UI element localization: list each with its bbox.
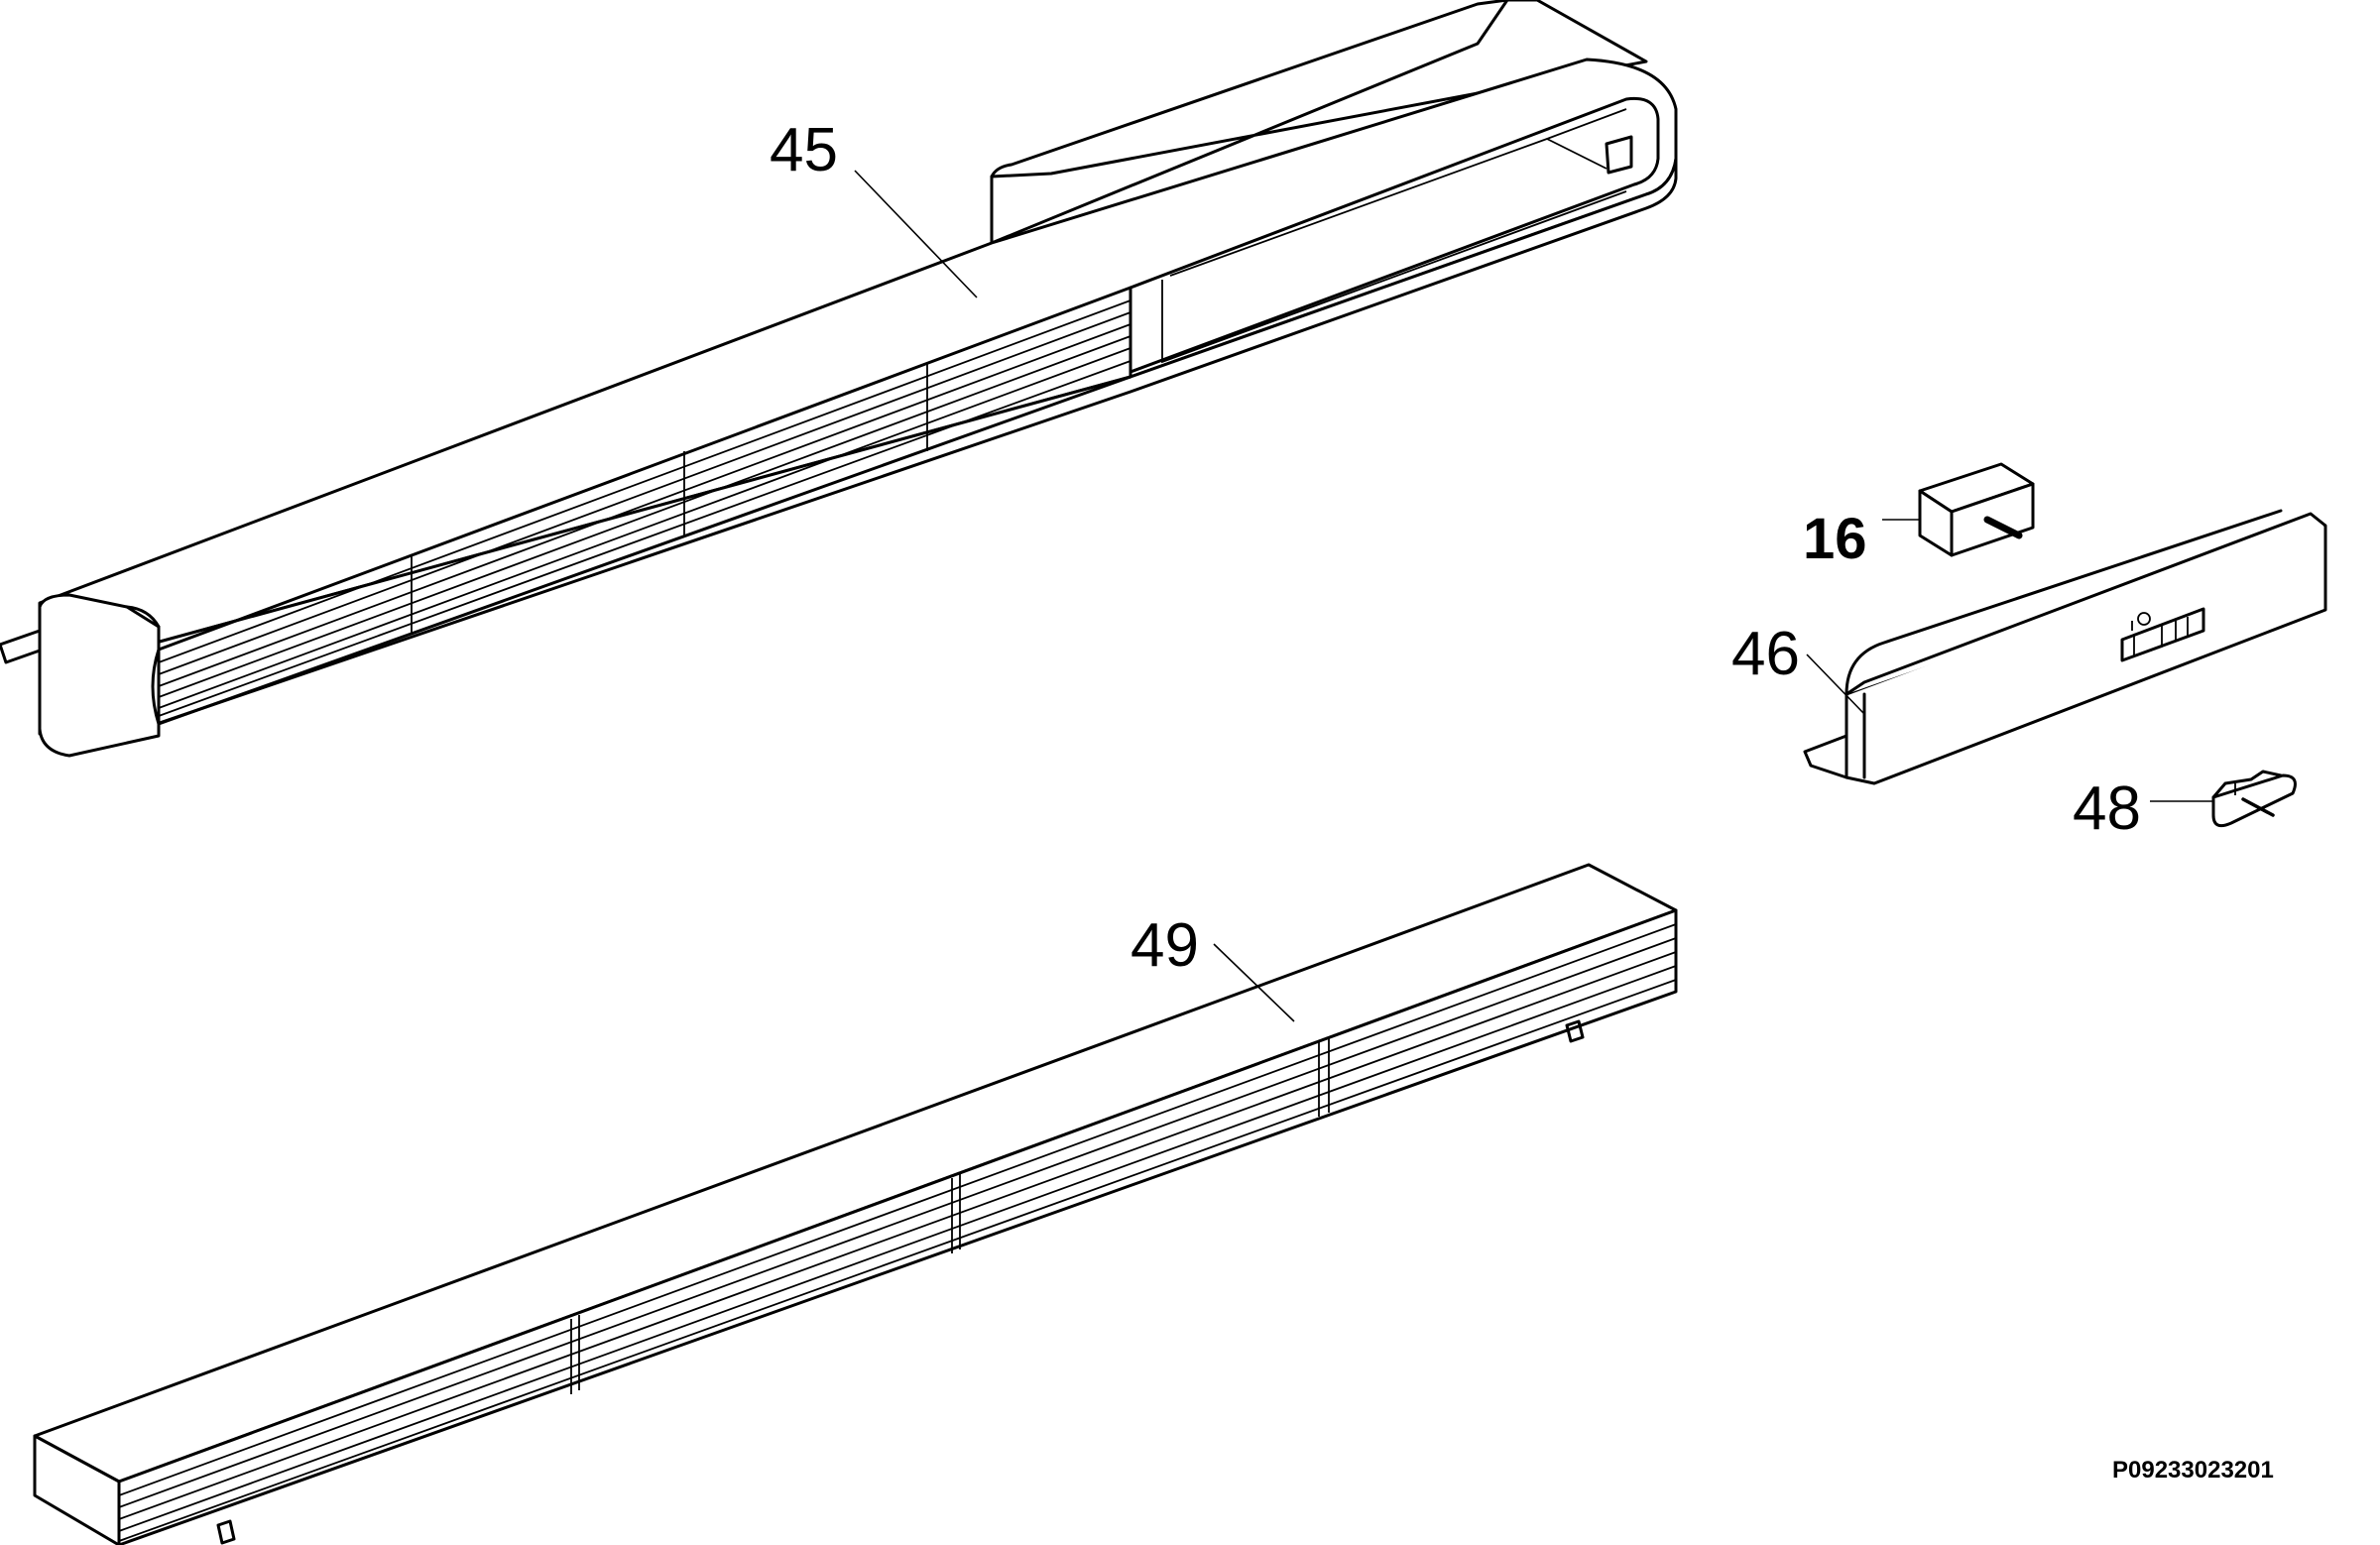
callout-46: 46 [1731,620,1800,688]
drawing-reference-number: P09233023201 [2112,1457,2274,1484]
part-49-lower-grille [33,863,1678,1545]
part-45-grille-assembly [0,0,1678,758]
leader-46 [1806,654,1865,715]
part-48-knob [2211,770,2297,828]
leader-45 [854,170,978,298]
callout-48: 48 [2073,774,2141,843]
callout-16: 16 [1803,507,1867,571]
part-46-control-panel [1803,509,2327,785]
leader-49 [1213,943,1295,1022]
callout-45: 45 [770,116,838,184]
callout-49: 49 [1130,911,1199,980]
part-16-cube [1918,462,2035,557]
